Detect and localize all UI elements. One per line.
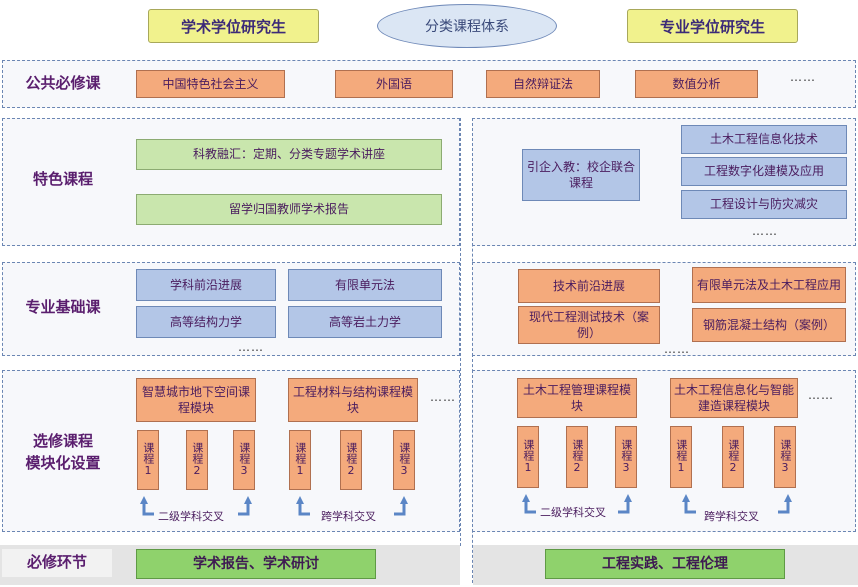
academic-reports-seminars: 学术报告、学术研讨 [136,549,376,579]
course-numerical-analysis: 数值分析 [635,70,758,98]
left-turn-arrow-icon [524,498,536,514]
module-smart-city-underground: 智慧城市地下空间课程模块 [136,378,256,422]
course-finite-element-civil: 有限单元法及土木工程应用 [692,267,846,303]
elective-label-line2: 模块化设置 [25,454,101,472]
foundation-courses-label: 专业基础课 [25,298,101,317]
academic-cross-arrows [140,496,408,516]
course-reinforced-concrete: 钢筋混凝土结构（案例） [692,308,846,342]
public-courses-label: 公共必修课 [25,74,101,93]
academic-interdisciplinary: 跨学科交叉 [321,510,376,523]
engineering-practice-ethics: 工程实践、工程伦理 [545,549,785,579]
course-science-education-lectures: 科教融汇：定期、分类专题学术讲座 [136,139,442,170]
required-label: 必修环节 [2,549,112,577]
right-turn-arrow-icon [238,500,250,516]
course-finite-element: 有限单元法 [288,269,442,301]
left-turn-arrow-icon [684,498,696,514]
elective-label-line1: 选修课程 [32,432,93,451]
arrow-head-icon [296,496,304,504]
arrow-head-icon [400,496,408,504]
public-more: …… [790,70,816,84]
course-civil-informatization: 土木工程信息化技术 [681,125,847,154]
course-dialectics: 自然辩证法 [486,70,600,98]
arrow-head-icon [140,496,148,504]
course-socialism: 中国特色社会主义 [136,70,285,98]
left-turn-arrow-icon [142,500,154,516]
right-turn-arrow-icon [394,500,406,516]
course-digital-modeling: 工程数字化建模及应用 [681,157,847,186]
left-turn-arrow-icon [298,500,310,516]
right-turn-arrow-icon [618,498,630,514]
elective-professional-more: …… [808,388,834,402]
arrow-head-icon [522,494,530,502]
course-enterprise-joint: 引企入教：校企联合课程 [522,149,640,201]
course-tech-frontier: 技术前沿进展 [518,269,660,303]
arrow-head-icon [624,494,632,502]
arrow-head-icon [784,494,792,502]
course-design-disaster: 工程设计与防灾减灾 [681,190,847,219]
professional-second-level-cross: 二级学科交叉 [540,506,606,519]
course-modern-testing: 现代工程测试技术（案例） [518,306,660,344]
featured-courses-label: 特色课程 [32,170,93,189]
arrow-head-icon [244,496,252,504]
arrow-head-icon [682,494,690,502]
elective-academic-more: …… [430,390,456,404]
featured-more: …… [752,224,778,238]
module-intelligent-construction: 土木工程信息化与智能建造课程模块 [670,378,798,418]
course-system-title: 分类课程体系 [377,4,557,48]
center-divider-left [460,118,461,546]
professional-cross-arrows [522,494,792,514]
professional-degree-header: 专业学位研究生 [627,9,798,43]
course-advanced-structural-mechanics: 高等结构力学 [136,306,276,338]
foundation-professional-more: …… [664,342,690,356]
academic-second-level-cross: 二级学科交叉 [158,510,224,523]
course-frontier-progress: 学科前沿进展 [136,269,276,301]
course-foreign-language: 外国语 [335,70,453,98]
module-civil-management: 土木工程管理课程模块 [517,378,637,418]
module-materials-structures: 工程材料与结构课程模块 [288,378,418,422]
course-returnee-reports: 留学归国教师学术报告 [136,194,442,225]
foundation-academic-more: …… [238,340,264,354]
professional-interdisciplinary: 跨学科交叉 [704,510,759,523]
right-turn-arrow-icon [778,498,790,514]
course-advanced-geotechnical-mechanics: 高等岩土力学 [288,306,442,338]
academic-degree-header: 学术学位研究生 [148,9,319,43]
elective-courses-label: 选修课程 模块化设置 [8,430,118,476]
